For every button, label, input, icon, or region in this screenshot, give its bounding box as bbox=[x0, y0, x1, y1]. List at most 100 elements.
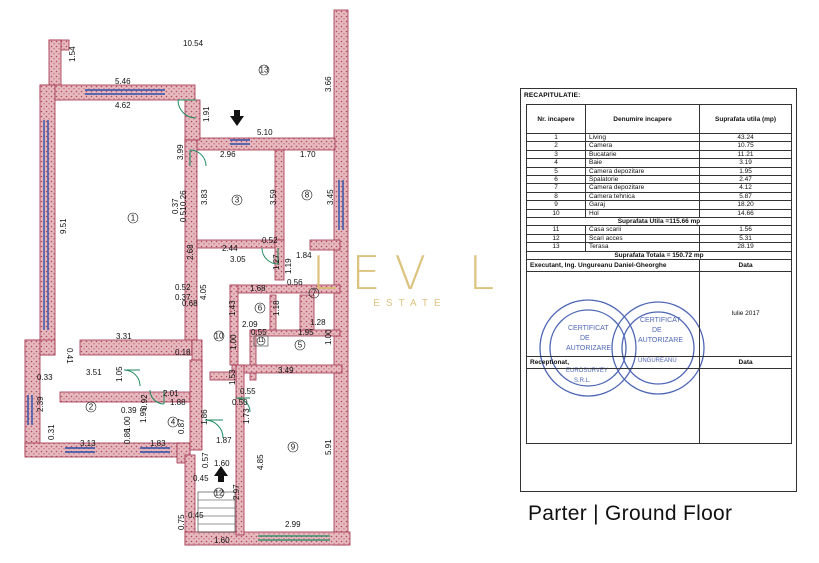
room-number-4: 4 bbox=[171, 418, 176, 427]
dim: 1.28 bbox=[310, 318, 326, 327]
door-swings bbox=[123, 99, 279, 439]
room-number-3: 3 bbox=[235, 196, 240, 205]
dim: 3.31 bbox=[116, 332, 132, 341]
dim: 0.33 bbox=[37, 373, 53, 382]
dim: 0.56 bbox=[287, 278, 303, 287]
dim: 0.68 bbox=[182, 299, 198, 308]
room-number-1: 1 bbox=[131, 214, 136, 223]
dim: 0.51 bbox=[179, 206, 188, 222]
dim: 1.86 bbox=[200, 409, 209, 425]
grand-total: Suprafata Totala = 150.72 mp bbox=[526, 250, 792, 261]
dim: 0.86 bbox=[123, 428, 132, 444]
dim: 0.37 bbox=[175, 293, 191, 302]
dim: 2.01 bbox=[163, 389, 179, 398]
dim: 2.09 bbox=[242, 320, 258, 329]
dim: 1.70 bbox=[300, 150, 316, 159]
dim: 0.31 bbox=[47, 424, 56, 440]
dim: 1.05 bbox=[115, 366, 124, 382]
dim: 3.66 bbox=[324, 76, 333, 92]
dim: 1.19 bbox=[284, 258, 293, 274]
dim: 5.10 bbox=[257, 128, 273, 137]
dim: 0.57 bbox=[201, 452, 210, 468]
dim: 1.60 bbox=[214, 459, 230, 468]
header-area: Suprafata utila (mp) bbox=[699, 104, 792, 134]
dim: 4.05 bbox=[199, 284, 208, 300]
dim: 1.60 bbox=[214, 536, 230, 545]
summary-table: Nr. incapere Denumire incapere Suprafata… bbox=[525, 104, 792, 445]
date-value: Iulie 2017 bbox=[699, 271, 792, 358]
header-nr: Nr. incapere bbox=[526, 104, 586, 134]
room-number-12: 12 bbox=[215, 489, 224, 498]
garage-door bbox=[258, 535, 330, 541]
dim: 4.62 bbox=[115, 101, 131, 110]
dim: 0.26 bbox=[179, 190, 188, 206]
room-number-11: 11 bbox=[258, 338, 265, 344]
dim: 0.87 bbox=[177, 418, 186, 434]
room-number-7: 7 bbox=[312, 289, 317, 298]
dim: 3.05 bbox=[230, 255, 246, 264]
summary-title: RECAPITULATIE: bbox=[524, 92, 581, 99]
room-number-markers bbox=[85, 64, 320, 499]
dim: 2.39 bbox=[36, 396, 45, 412]
room-number-6: 6 bbox=[258, 304, 263, 313]
summary-frame bbox=[520, 88, 797, 492]
dim: 10.54 bbox=[183, 39, 204, 48]
entrance-arrow-icon bbox=[214, 110, 244, 482]
watermark-sub: ESTATE bbox=[373, 298, 447, 309]
dim: 0.75 bbox=[177, 514, 186, 530]
dim: 1.91 bbox=[202, 106, 211, 122]
dim: 0.37 bbox=[171, 198, 180, 214]
stairs bbox=[197, 335, 269, 533]
dim: 1.53 bbox=[228, 369, 237, 385]
dim: 0.41 bbox=[65, 348, 74, 364]
dim: 1.84 bbox=[296, 251, 312, 260]
windows bbox=[27, 89, 344, 453]
room-number-2: 2 bbox=[89, 403, 94, 412]
dim: 2.68 bbox=[186, 244, 195, 260]
dim: 3.51 bbox=[86, 368, 102, 377]
dim: 3.13 bbox=[80, 439, 96, 448]
room-number-13: 13 bbox=[260, 66, 269, 75]
dim: 3.83 bbox=[200, 189, 209, 205]
dim: 1.43 bbox=[228, 300, 237, 316]
dim: 0.52 bbox=[175, 283, 191, 292]
dim: 2.99 bbox=[285, 520, 301, 529]
dim: 1.95 bbox=[139, 407, 148, 423]
room-numbers: 1 2 3 4 5 6 7 8 9 10 11 12 13 bbox=[89, 66, 317, 498]
dim: 1.68 bbox=[250, 284, 266, 293]
dim: 1.00 bbox=[123, 416, 132, 432]
dimension-labels: 10.54 1.54 5.46 4.62 1.91 5.10 3.66 2.96… bbox=[36, 39, 335, 545]
dim: 1.83 bbox=[150, 439, 166, 448]
dim: 1.87 bbox=[216, 436, 232, 445]
dim: 0.55 bbox=[251, 328, 267, 337]
dim: 1.54 bbox=[68, 46, 77, 62]
dim: 1.73 bbox=[242, 408, 251, 424]
dim: 3.45 bbox=[326, 189, 335, 205]
dim: 1.00 bbox=[229, 334, 238, 350]
dim: 9.51 bbox=[59, 218, 68, 234]
dim: 0.50 bbox=[232, 398, 248, 407]
reception-date-area bbox=[699, 368, 792, 445]
dim: 0.45 bbox=[188, 511, 204, 520]
dim: 0.92 bbox=[140, 394, 149, 410]
data-label-2: Data bbox=[699, 356, 792, 370]
dim: 0.18 bbox=[175, 348, 191, 357]
dim: 1.18 bbox=[272, 300, 281, 316]
executant-label: Executant, Ing. Ungureanu Daniel-Gheorgh… bbox=[525, 259, 701, 273]
dim: 2.44 bbox=[222, 244, 238, 253]
header-name: Denumire incapere bbox=[584, 104, 701, 134]
watermark-main: LEV L bbox=[311, 246, 509, 300]
dim: 2.96 bbox=[220, 150, 236, 159]
dim: 2.97 bbox=[232, 484, 241, 500]
dim: 1.88 bbox=[170, 398, 186, 407]
